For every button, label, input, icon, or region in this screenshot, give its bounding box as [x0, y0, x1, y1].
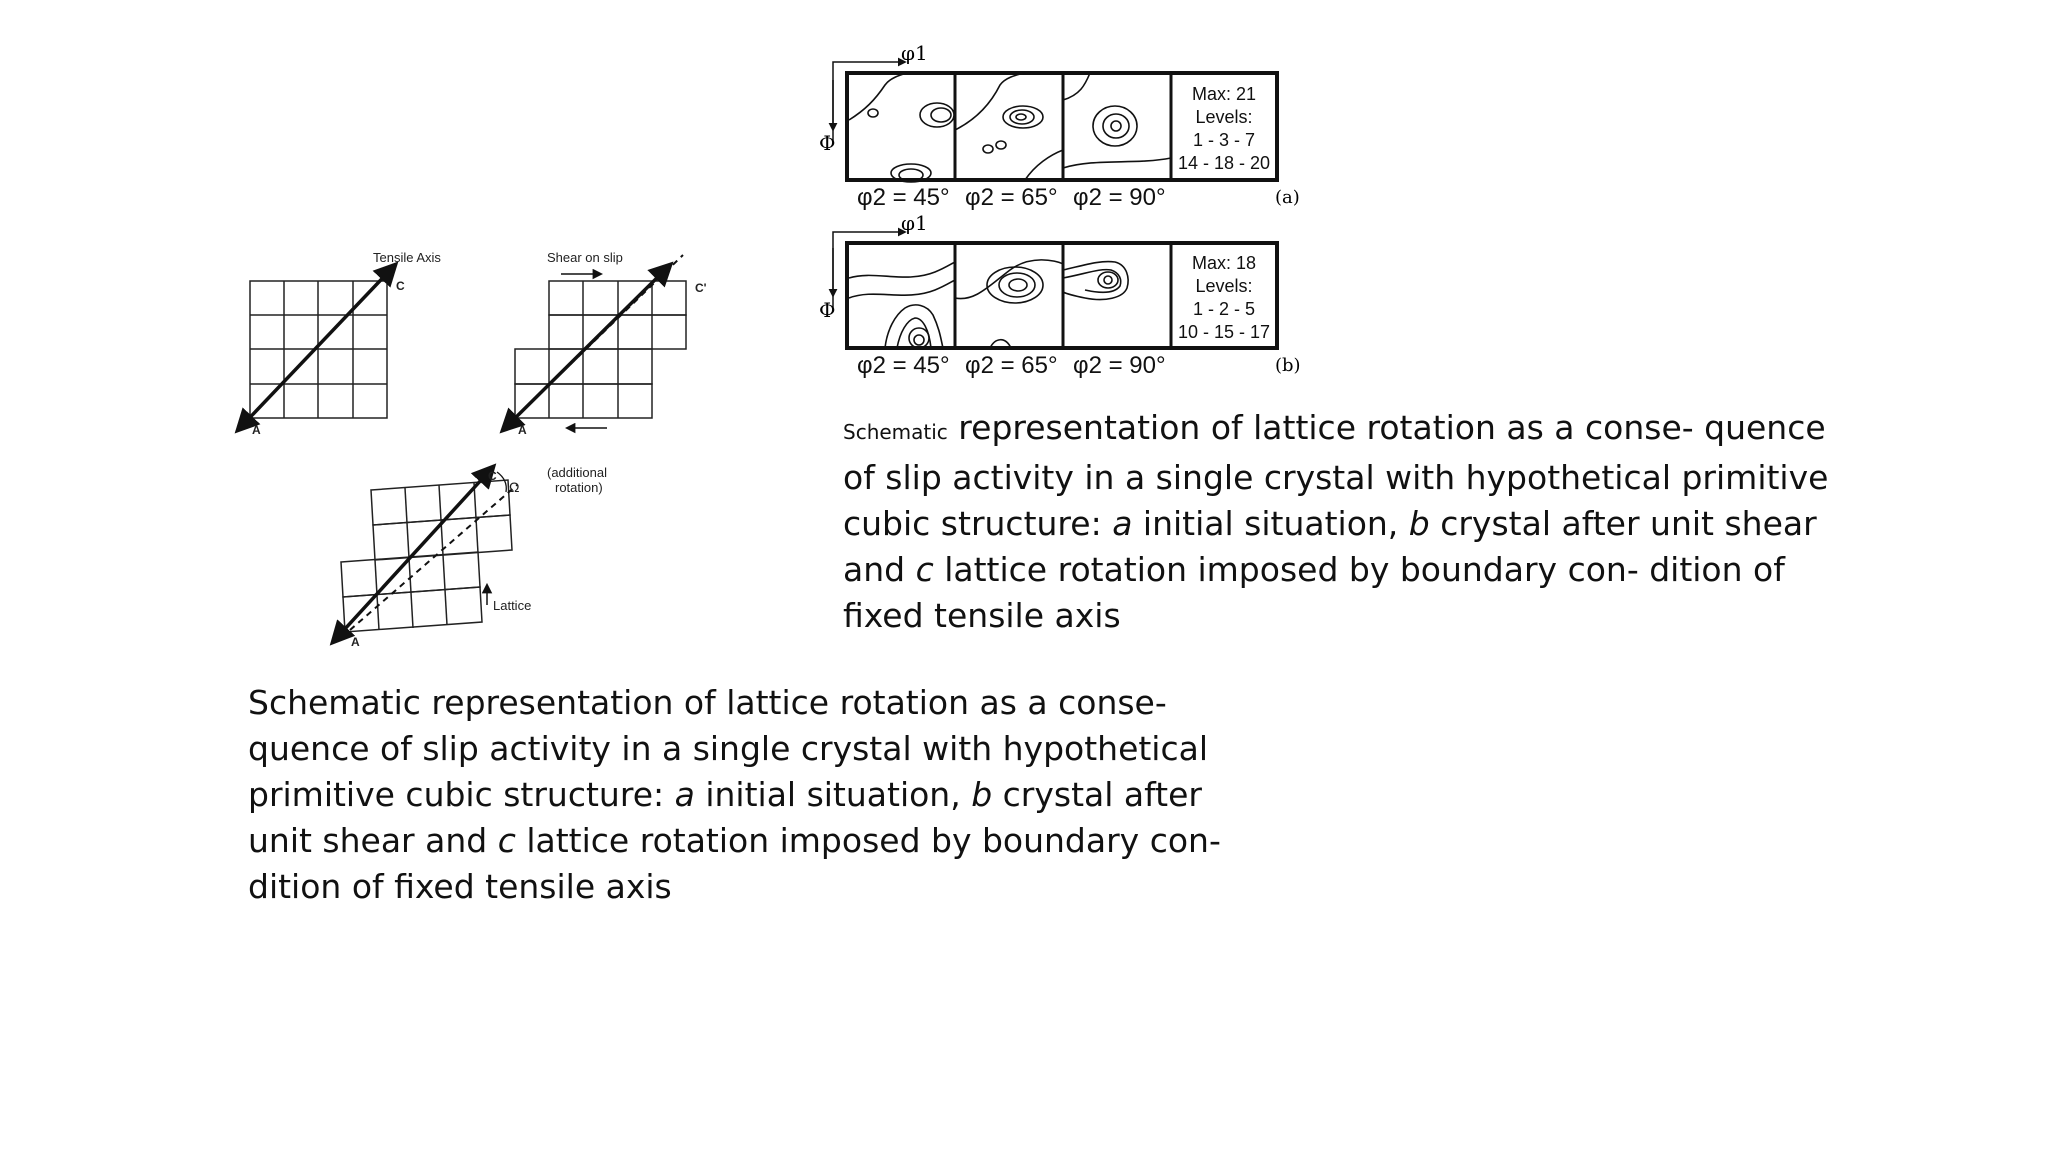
caption-left-part2: initial situation, — [694, 775, 972, 814]
odf-sections-figure: φ1 Φ Max: 21 Levels: — [819, 41, 1301, 379]
section-label-b2: φ2 = 65° — [965, 352, 1058, 379]
max-label-a: Max: 21 — [1192, 84, 1256, 104]
phi-label-a: Φ — [819, 131, 835, 155]
caption-left-part3: crystal after unit shear and — [248, 775, 1202, 860]
point-a-label-rotated: A — [351, 635, 360, 649]
panel-tag-a: (a) — [1275, 187, 1300, 208]
section-label-a1: φ2 = 45° — [857, 184, 950, 211]
grid-sheared — [514, 280, 687, 419]
caption-right-b: b — [1408, 504, 1430, 543]
levels-title-a: Levels: — [1195, 107, 1252, 127]
phi-label-b: Φ — [819, 298, 835, 322]
tensile-axis-label: Tensile Axis — [373, 250, 441, 265]
lattice-label: Lattice — [493, 598, 531, 613]
caption-left-part1: Schematic representation of lattice rota… — [248, 683, 1209, 814]
odf-panel-b: φ1 Φ Max: 18 Levels: 1 - 2 - 5 10 - — [819, 211, 1301, 379]
omega-arc — [496, 471, 507, 493]
max-label-b: Max: 18 — [1192, 253, 1256, 273]
section-label-a3: φ2 = 90° — [1073, 184, 1166, 211]
caption-right-part1: representation of lattice rotation as a … — [843, 408, 1829, 543]
odf-panel-a: φ1 Φ Max: 21 Levels: — [819, 41, 1300, 211]
caption-left-c: c — [497, 821, 516, 860]
levels-values-b1: 1 - 2 - 5 — [1193, 299, 1255, 319]
caption-right-part2: initial situation, — [1132, 504, 1409, 543]
contours-a — [848, 72, 1172, 183]
point-a-label: A — [252, 423, 261, 437]
caption-right-a: a — [1112, 504, 1133, 543]
caption-right-part3: crystal after unit shear and — [843, 504, 1817, 589]
omega-label: Ω — [509, 479, 519, 495]
additional-rotation-label-1: (additional — [547, 465, 607, 480]
figure-caption-right: Schematic representation of lattice rota… — [843, 405, 1843, 639]
caption-left-b: b — [971, 775, 993, 814]
additional-rotation-label-2: rotation) — [555, 480, 603, 495]
lattice-rotation-diagram: Tensile Axis C A Shear on slip C' A Ω C … — [234, 250, 707, 649]
fixed-tensile-axis-arrow — [329, 463, 497, 646]
levels-values-b2: 10 - 15 - 17 — [1178, 322, 1270, 342]
point-a-label-sheared: A — [518, 423, 527, 437]
caption-left-part4: lattice rotation imposed by boundary con… — [248, 821, 1221, 906]
caption-small-word: Schematic — [843, 420, 948, 444]
section-label-b3: φ2 = 90° — [1073, 352, 1166, 379]
point-c-label-rotated: C — [488, 469, 497, 483]
caption-right-c: c — [915, 550, 934, 589]
point-c-label: C — [396, 279, 405, 293]
levels-title-b: Levels: — [1195, 276, 1252, 296]
section-label-b1: φ2 = 45° — [857, 352, 950, 379]
point-c-prime-label: C' — [695, 281, 707, 295]
caption-left-a: a — [674, 775, 695, 814]
tensile-axis-arrow — [234, 261, 399, 434]
phi1-label-a: φ1 — [901, 41, 928, 65]
levels-values-a2: 14 - 18 - 20 — [1178, 153, 1270, 173]
panel-tag-b: (b) — [1275, 355, 1301, 376]
shear-on-slip-label: Shear on slip — [547, 250, 623, 265]
grid-rotated — [340, 479, 513, 633]
contours-b — [848, 259, 1129, 349]
levels-values-a1: 1 - 3 - 7 — [1193, 130, 1255, 150]
figure-caption-left: Schematic representation of lattice rota… — [248, 680, 1268, 910]
rotated-slip-dashed — [349, 484, 518, 631]
section-label-a2: φ2 = 65° — [965, 184, 1058, 211]
phi1-label-b: φ1 — [901, 211, 928, 235]
caption-right-part4: lattice rotation imposed by boundary con… — [843, 550, 1785, 635]
